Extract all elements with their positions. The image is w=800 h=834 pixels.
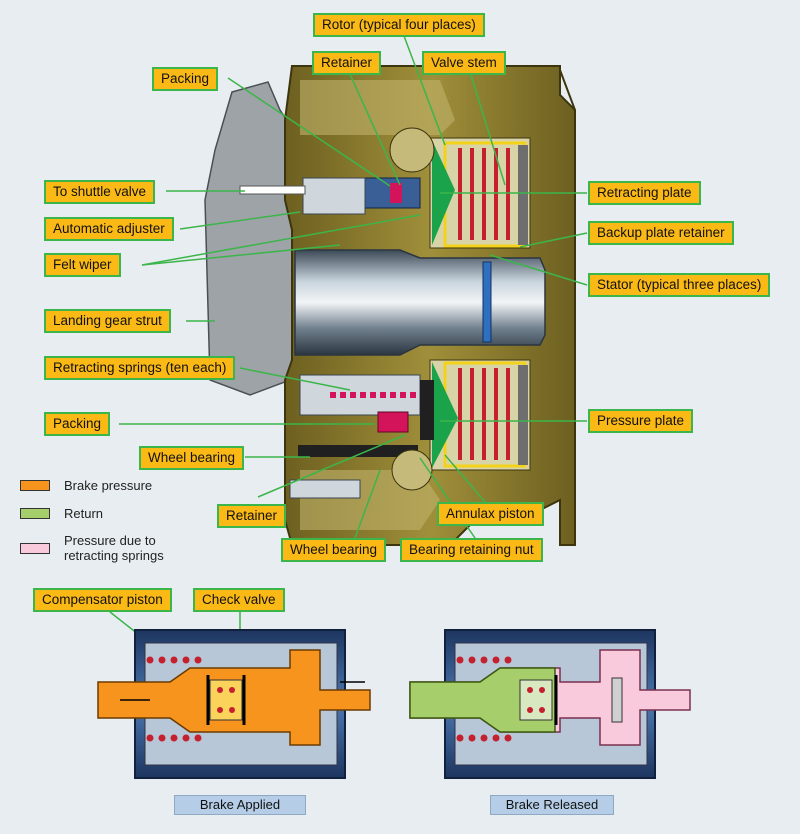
axle xyxy=(294,249,546,356)
lower-disc-stack xyxy=(429,359,531,471)
callout-rotor: Rotor (typical four places) xyxy=(313,13,485,37)
brake-released-valve xyxy=(409,629,691,779)
legend-label-spring-pressure: Pressure due to retracting springs xyxy=(64,533,164,563)
callout-wheel-bearing-left: Wheel bearing xyxy=(139,446,245,470)
callout-to-shuttle-valve: To shuttle valve xyxy=(44,180,156,204)
callout-compensator-piston: Compensator piston xyxy=(33,588,172,612)
callout-landing-gear-strut: Landing gear strut xyxy=(44,309,171,333)
legend-swatch-spring-pressure xyxy=(20,543,50,554)
callout-automatic-adjuster: Automatic adjuster xyxy=(44,217,174,241)
legend-swatch-return xyxy=(20,508,50,519)
callout-valve-stem: Valve stem xyxy=(422,51,506,75)
callout-check-valve: Check valve xyxy=(193,588,285,612)
legend-swatch-brake-pressure xyxy=(20,480,50,491)
brake-applied-valve xyxy=(97,629,371,779)
callout-annulax-piston: Annulax piston xyxy=(437,502,544,526)
callout-packing-top: Packing xyxy=(152,67,219,91)
callout-pressure-plate: Pressure plate xyxy=(588,409,694,433)
legend-label-brake-pressure: Brake pressure xyxy=(64,478,153,493)
callout-retainer-bottom: Retainer xyxy=(217,504,287,528)
callout-bearing-retaining-nut: Bearing retaining nut xyxy=(400,538,543,562)
callout-wheel-bearing-bottom: Wheel bearing xyxy=(281,538,387,562)
callout-packing-bottom: Packing xyxy=(44,412,111,436)
callout-retainer-top: Retainer xyxy=(312,51,382,75)
brake-applied-label: Brake Applied xyxy=(174,795,306,815)
callout-retracting-springs: Retracting springs (ten each) xyxy=(44,356,236,380)
callout-felt-wiper: Felt wiper xyxy=(44,253,121,277)
brake-released-label: Brake Released xyxy=(490,795,614,815)
callout-stator: Stator (typical three places) xyxy=(588,273,771,297)
legend-label-return: Return xyxy=(64,506,104,521)
callout-backup-plate-retainer: Backup plate retainer xyxy=(588,221,734,245)
callout-retracting-plate: Retracting plate xyxy=(588,181,701,205)
